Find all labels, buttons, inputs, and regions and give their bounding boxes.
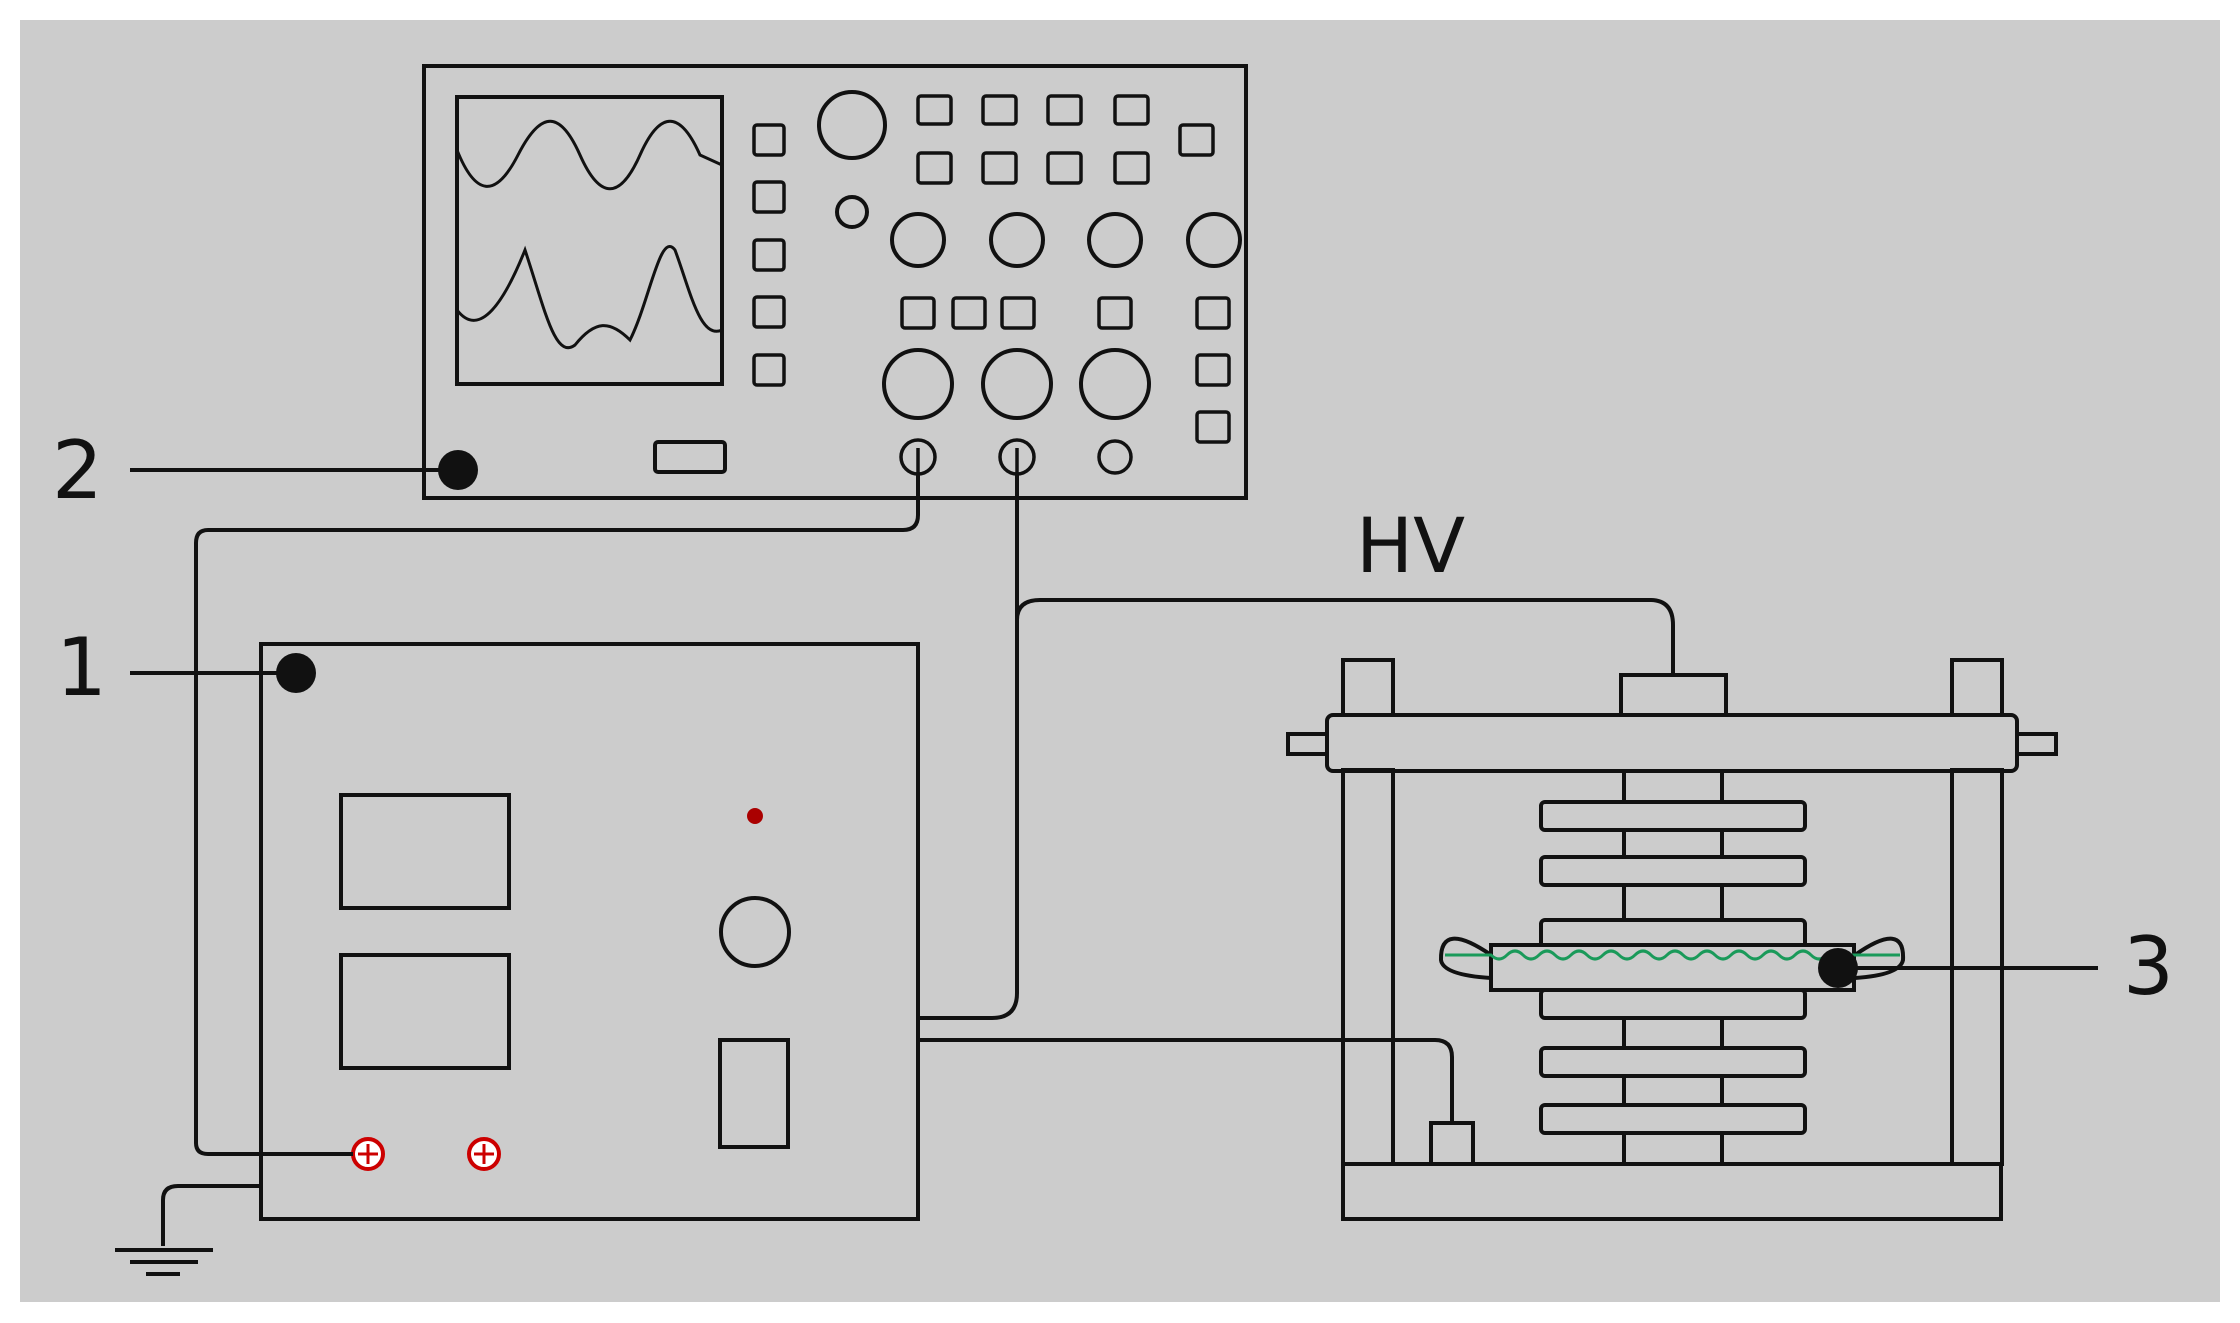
scope-button: [1113, 94, 1150, 126]
scope-button: [752, 180, 786, 214]
scope-knob-row: [890, 212, 1242, 268]
supply-meter-top: [339, 793, 511, 910]
scope-button: [1046, 151, 1083, 185]
ground-symbol: [115, 1184, 261, 1276]
scope-button-grid: [916, 94, 1215, 185]
supply-meter-bottom: [339, 953, 511, 1070]
callout-label-2: 2: [52, 424, 103, 517]
oscilloscope-screen: [455, 95, 724, 386]
wire-return: [918, 1038, 1454, 1123]
terminal-left: [351, 1137, 385, 1171]
scope-button: [1195, 410, 1231, 444]
insulator-disc: [1539, 855, 1807, 887]
insulator-disc: [1539, 988, 1807, 1020]
scope-button: [752, 238, 786, 272]
callout-label-1: 1: [56, 621, 107, 714]
scope-button: [1195, 353, 1231, 387]
insulator-disc: [1539, 1046, 1807, 1078]
scope-knob-small: [835, 195, 869, 229]
oscilloscope-body: [422, 64, 1248, 500]
holder-hook-left: [1438, 936, 1493, 980]
power-supply: [259, 642, 920, 1221]
scope-button: [981, 151, 1018, 185]
insulator-stack: [1539, 800, 1807, 1135]
wire-hv: [1015, 598, 1675, 675]
terminal-right: [467, 1137, 501, 1171]
scope-button: [981, 94, 1018, 126]
supply-switch: [718, 1038, 790, 1149]
scope-button: [1046, 94, 1083, 126]
wire-scope-ch1: [194, 474, 920, 1156]
wiring: [194, 474, 1675, 1156]
scope-button-row: [900, 296, 1231, 444]
cell-clamp-left: [1286, 732, 1329, 756]
diagram-background: [20, 20, 2220, 1302]
scope-button: [900, 296, 936, 330]
scope-button: [752, 353, 786, 387]
scope-button: [1113, 151, 1150, 185]
cell-base: [1341, 1162, 2003, 1221]
power-supply-body: [259, 642, 920, 1221]
scope-button: [1097, 296, 1133, 330]
scope-button: [1178, 123, 1215, 157]
wire-scope-ch2: [918, 474, 1019, 1020]
waveform-lower: [455, 245, 723, 349]
scope-button: [752, 123, 786, 157]
scope-button: [916, 151, 953, 185]
scope-large-knob-row: [882, 348, 1151, 420]
waveform-upper: [455, 120, 723, 190]
insulator-disc: [1539, 800, 1807, 832]
scope-power-switch: [653, 440, 727, 474]
scope-button: [1195, 296, 1231, 330]
callouts: [130, 450, 2098, 988]
scope-button: [1000, 296, 1036, 330]
scope-knob: [981, 348, 1053, 420]
supply-knob: [719, 896, 791, 968]
scope-knob: [1087, 212, 1143, 268]
scope-input-ext: [1097, 439, 1133, 475]
scope-button: [951, 296, 987, 330]
scope-knob-large: [817, 90, 887, 160]
oscilloscope: [422, 64, 1248, 500]
hv-label: HV: [1356, 501, 1465, 590]
insulator-disc: [1539, 1103, 1807, 1135]
scope-button-column: [752, 123, 786, 387]
test-cell: [1286, 658, 2058, 1221]
sample-wave: [1445, 949, 1900, 961]
scope-knob: [1079, 348, 1151, 420]
scope-knob: [882, 348, 954, 420]
scope-knob: [890, 212, 946, 268]
cell-clamp-right: [2015, 732, 2058, 756]
scope-button: [916, 94, 953, 126]
scope-knob: [989, 212, 1045, 268]
scope-knob: [1186, 212, 1242, 268]
callout-label-3: 3: [2123, 920, 2174, 1013]
holder-hook-right: [1853, 936, 1906, 980]
indicator-lamp: [747, 808, 763, 824]
scope-button: [752, 295, 786, 329]
